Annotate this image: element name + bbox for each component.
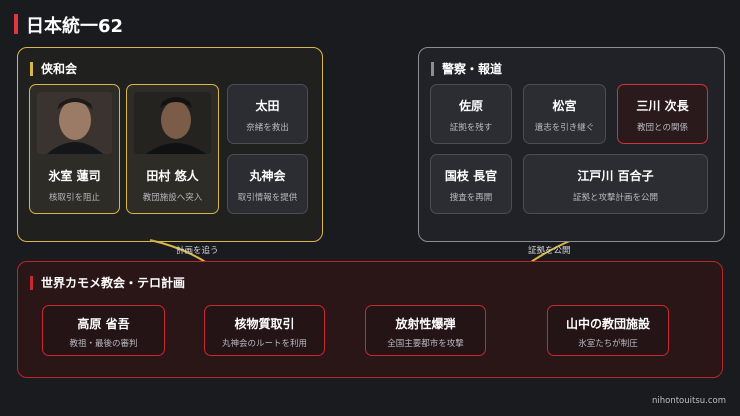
card-kunieda[interactable]: 国枝 長官 捜査を再開 (430, 154, 512, 214)
card-ota-name: 太田 (255, 99, 280, 113)
group-kyowa-bar (30, 61, 33, 76)
card-matsumiya[interactable]: 松宮 遺志を引き継ぐ (523, 84, 606, 144)
card-takahara-desc: 教祖・最後の審判 (69, 339, 138, 349)
card-cult-facility-desc: 氷室たちが制圧 (578, 339, 638, 349)
himuro-photo (37, 92, 112, 154)
group-kyowa-header: 侠和会 (30, 60, 77, 77)
card-radioactive-bomb-desc: 全国主要都市を攻撃 (387, 339, 464, 349)
edge-label-kyowa: 計画を追う (176, 246, 219, 256)
card-nuclear-deal[interactable]: 核物質取引 丸神会のルートを利用 (204, 305, 325, 356)
card-sahara[interactable]: 佐原 証拠を残す (430, 84, 512, 144)
card-cult-facility[interactable]: 山中の教団施設 氷室たちが制圧 (547, 305, 669, 356)
card-radioactive-bomb[interactable]: 放射性爆弾 全国主要都市を攻撃 (365, 305, 486, 356)
card-nuclear-deal-desc: 丸神会のルートを利用 (221, 339, 307, 349)
card-mikawa-desc: 教団との関係 (637, 123, 688, 133)
card-sahara-desc: 証拠を残す (449, 123, 493, 133)
tamura-photo (134, 92, 211, 154)
edge-label-police: 証拠を公開 (528, 246, 571, 256)
card-tamura-name: 田村 悠人 (146, 169, 199, 183)
card-cult-facility-name: 山中の教団施設 (565, 317, 650, 331)
card-kunieda-name: 国枝 長官 (444, 169, 498, 183)
card-tamura-desc: 教団施設へ突入 (142, 193, 203, 203)
group-cult-header: 世界カモメ教会・テロ計画 (30, 274, 185, 291)
page-title: 日本統一62 (26, 16, 124, 37)
card-matsumiya-name: 松宮 (552, 99, 577, 113)
card-tamura[interactable]: 田村 悠人 教団施設へ突入 (126, 84, 219, 214)
card-himuro-name: 氷室 蓮司 (48, 169, 101, 183)
card-marugami-desc: 取引情報を提供 (237, 193, 298, 203)
card-ota-desc: 奈緒を救出 (246, 123, 289, 133)
group-cult-label: 世界カモメ教会・テロ計画 (41, 276, 186, 290)
card-edogawa-name: 江戸川 百合子 (577, 169, 654, 183)
card-edogawa[interactable]: 江戸川 百合子 証拠と攻撃計画を公開 (523, 154, 708, 214)
card-takahara-name: 高原 省吾 (77, 317, 130, 331)
title-accent-bar (14, 14, 18, 34)
group-police-label: 警察・報道 (442, 62, 503, 76)
group-cult-bar (30, 275, 33, 290)
group-police-header: 警察・報道 (431, 60, 502, 77)
card-ota[interactable]: 太田 奈緒を救出 (227, 84, 308, 144)
card-mikawa-name: 三川 次長 (636, 99, 689, 113)
site-credit: nihontouitsu.com (651, 396, 726, 406)
card-edogawa-desc: 証拠と攻撃計画を公開 (572, 193, 658, 203)
card-kunieda-desc: 捜査を再開 (449, 193, 493, 203)
group-police-bar (431, 61, 434, 76)
card-himuro-desc: 核取引を阻止 (48, 193, 100, 203)
card-nuclear-deal-name: 核物質取引 (234, 317, 295, 331)
card-marugami[interactable]: 丸神会 取引情報を提供 (227, 154, 308, 214)
card-radioactive-bomb-name: 放射性爆弾 (395, 317, 456, 331)
card-takahara[interactable]: 高原 省吾 教祖・最後の審判 (42, 305, 165, 356)
card-matsumiya-desc: 遺志を引き継ぐ (534, 123, 595, 133)
card-himuro[interactable]: 氷室 蓮司 核取引を阻止 (29, 84, 120, 214)
group-kyowa-label: 侠和会 (41, 62, 78, 76)
card-marugami-name: 丸神会 (249, 169, 286, 183)
card-sahara-name: 佐原 (458, 99, 483, 113)
card-mikawa[interactable]: 三川 次長 教団との関係 (617, 84, 708, 144)
